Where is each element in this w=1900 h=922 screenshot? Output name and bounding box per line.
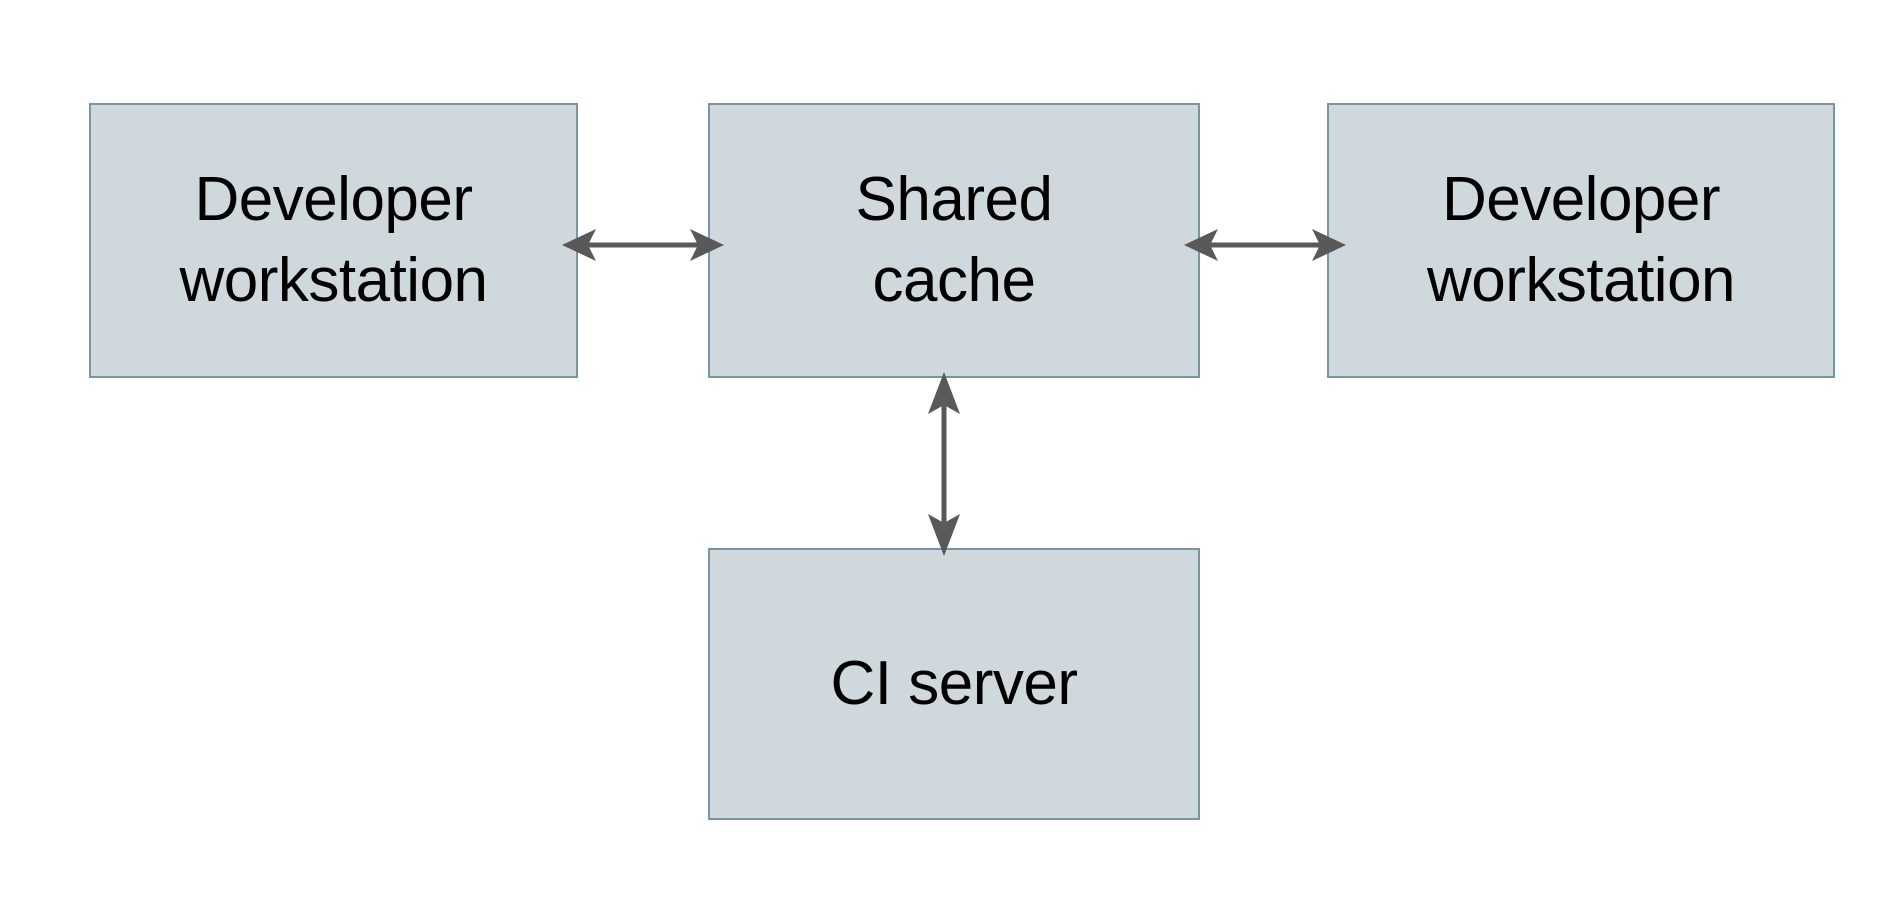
edge-dev-left-to-shared-cache[interactable]: [560, 215, 726, 275]
node-label-developer-workstation-left: Developer workstation: [179, 164, 488, 315]
arrowhead-down-icon: [928, 514, 960, 556]
arrowhead-right-icon: [690, 229, 724, 261]
arrowhead-left-icon: [562, 229, 596, 261]
node-label-ci-server: CI server: [830, 648, 1078, 718]
node-label-developer-workstation-right: Developer workstation: [1426, 164, 1736, 315]
edge-shared-cache-to-ci-server[interactable]: [914, 370, 974, 558]
arrowhead-left-icon: [1184, 229, 1218, 261]
node-shared-cache[interactable]: Shared cache: [708, 103, 1200, 378]
node-developer-workstation-right[interactable]: Developer workstation: [1327, 103, 1835, 378]
edge-shared-cache-to-dev-right[interactable]: [1182, 215, 1348, 275]
arrowhead-up-icon: [928, 372, 960, 414]
arrowhead-right-icon: [1312, 229, 1346, 261]
node-ci-server[interactable]: CI server: [708, 548, 1200, 820]
node-label-shared-cache: Shared cache: [855, 164, 1053, 315]
node-developer-workstation-left[interactable]: Developer workstation: [89, 103, 578, 378]
